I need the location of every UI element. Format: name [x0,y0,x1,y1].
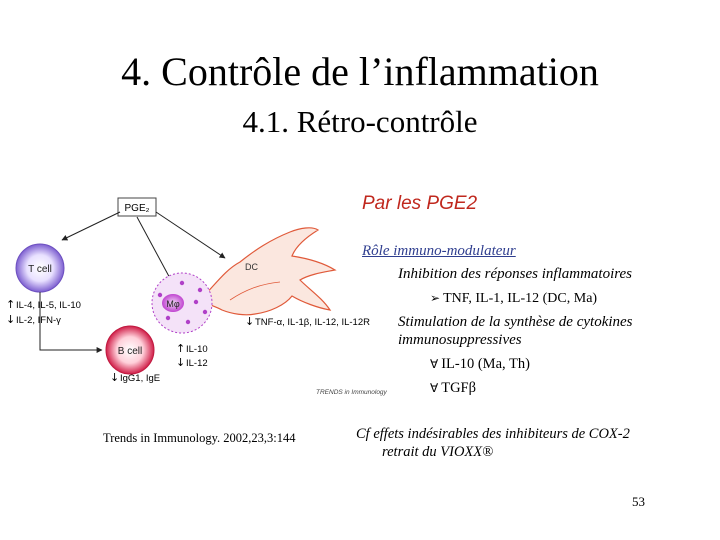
dc-cell-detail [229,281,281,301]
tgf-item-text: TGFβ [441,380,476,396]
mo-label: Mφ [166,299,179,309]
il12-label: IL-12 [186,358,208,369]
il10-arrow: ↑ [176,342,185,355]
page-number: 53 [632,494,645,509]
cf-note: Cf effets indésirables des inhibiteurs d… [356,425,630,461]
bcell [105,325,155,375]
mo-nucleus [162,294,184,312]
cf-line2: retrait du VIOXX® [382,444,494,460]
il10-item-text: IL-10 (Ma, Th) [441,356,530,372]
trends-label: TRENDS in Immunology [316,389,388,396]
bcell-label: B cell [118,346,142,357]
arrow-tcell-bcell [39,292,103,353]
t-up-arrow: ↑ [6,298,15,311]
tnf-label: TNF-α, IL-1β, IL-12, IL-12R [255,317,370,328]
il10-label: IL-10 [186,344,208,355]
stimulation-line1: Stimulation de la synthèse de cytokines [398,314,633,330]
cf-line1: Cf effets indésirables des inhibiteurs d… [356,426,630,442]
dc-cell [199,227,337,316]
stimulation-line2: immunosuppressives [398,332,522,348]
dc-label: DC [245,262,258,272]
inhibition-item: ➢TNF, IL-1, IL-12 (DC, Ma) [430,291,597,307]
igg-label: IgG1, IgE [120,373,160,384]
panel-role: Rôle immuno-modulateur [362,243,516,259]
tnf-arrow: ↓ [245,315,254,328]
t-down-arrow: ↓ [6,313,15,326]
panel-heading: Par les PGE2 [362,193,478,214]
tgf-item: ∀TGFβ [430,380,476,397]
slide-title: 4. Contrôle de l’inflammation [121,49,599,94]
arrow-to-tcell [61,211,121,241]
tcell-label: T cell [28,264,52,275]
il12-arrow: ↓ [176,356,185,369]
t-up-label: IL-4, IL-5, IL-10 [16,300,81,311]
arrow-to-dc [155,211,226,259]
inhibition-item-text: TNF, IL-1, IL-12 (DC, Ma) [443,291,598,306]
inhibition-line: Inhibition des réponses inflammatoires [398,266,633,282]
forall-bullet-icon: ∀ [430,381,439,395]
t-down-label: IL-2, IFN-γ [16,315,61,326]
slide-subtitle: 4.1. Rétro-contrôle [242,104,478,139]
arrow-bullet-icon: ➢ [430,291,441,305]
figure-credit: Trends in Immunology. 2002,23,3:144 [103,431,296,445]
pge2-label: PGE₂ [125,203,150,214]
pge2-box [117,197,157,217]
arrow-to-mo [136,216,173,283]
forall-bullet-icon: ∀ [430,357,439,371]
il10-item: ∀IL-10 (Ma, Th) [430,356,530,373]
igg-arrow: ↓ [110,371,119,384]
pge2-figure: PGE₂ DC T cell Mφ B cell ↑ IL-4, IL-5, I… [6,197,388,396]
